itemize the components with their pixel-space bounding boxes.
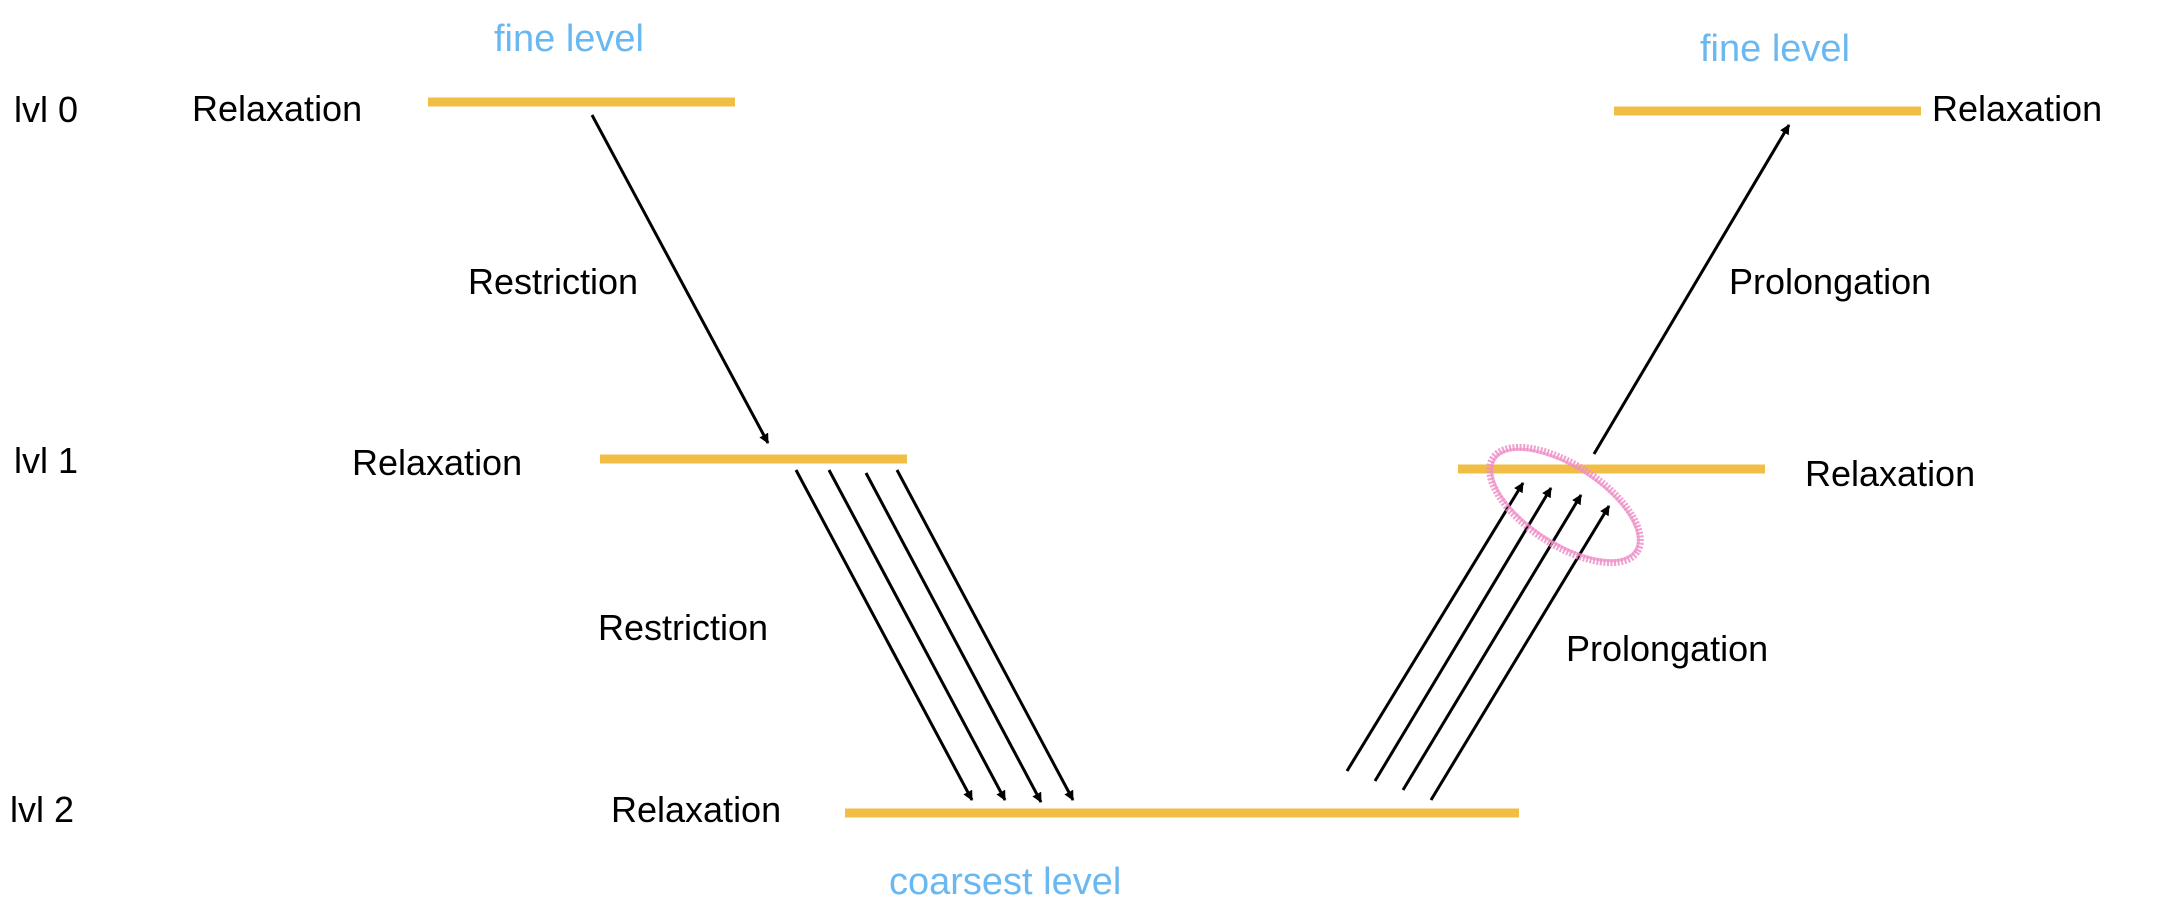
restriction-arrow-1-to-2-c [864,472,1043,803]
level-label-0: lvl 0 [14,89,79,130]
fine-level-tag-right: fine level [1700,28,1850,70]
prolongation-arrow-2-to-1-c [1401,494,1583,791]
relaxation-label-lvl0-right: Relaxation [1932,88,2103,129]
relaxation-label-lvl2: Relaxation [611,789,782,830]
highlight-ellipse [1486,443,1644,567]
restriction-arrow-1-to-2-a [794,469,974,801]
prolongation-label-lower: Prolongation [1566,628,1769,669]
level-label-1: lvl 1 [14,440,79,481]
relaxation-label-lvl1-right: Relaxation [1805,453,1976,494]
prolongation-arrow-1-to-0 [1592,124,1791,455]
restriction-label-lower: Restriction [598,607,769,648]
relaxation-label-lvl0-left: Relaxation [192,88,363,129]
level-label-2: lvl 2 [10,789,75,830]
restriction-arrow-1-to-2-b [827,469,1007,801]
prolongation-label-upper: Prolongation [1729,261,1932,302]
fine-level-tag-left: fine level [494,18,644,60]
prolongation-arrow-2-to-1-a [1345,482,1525,772]
coarsest-level-tag: coarsest level [889,861,1122,903]
relaxation-label-lvl1-left: Relaxation [352,442,523,483]
prolongation-arrow-2-to-1-b [1373,487,1553,782]
restriction-arrow-1-to-2-d [895,469,1075,801]
highlight-ellipse-inner [1490,447,1640,563]
restriction-label-upper: Restriction [468,261,639,302]
restriction-arrow-0-to-1 [590,114,770,444]
